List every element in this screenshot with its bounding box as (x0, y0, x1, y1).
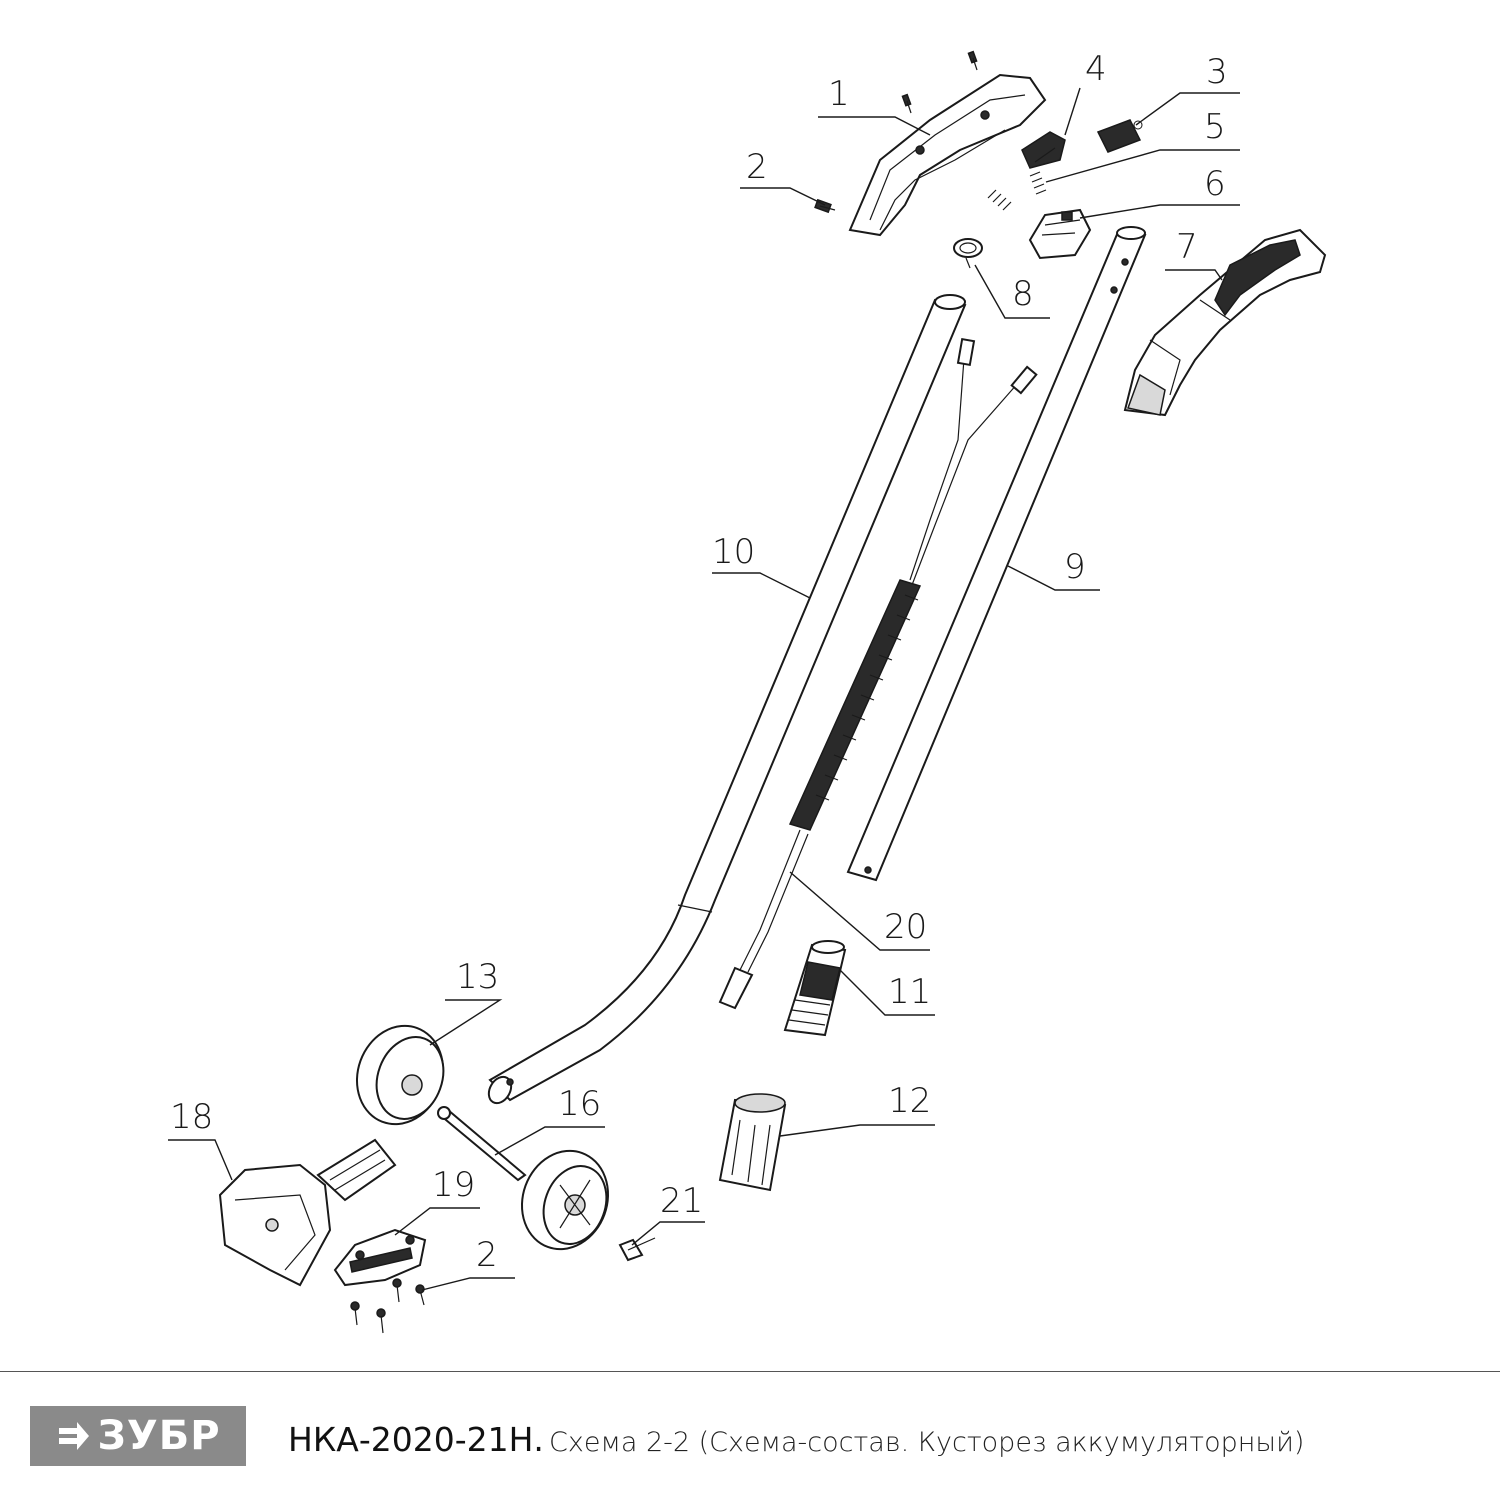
screws-bottom (350, 1278, 425, 1334)
footer-divider (0, 1371, 1500, 1372)
diagram-description: Схема 2-2 (Схема-состав. Кусторез аккуму… (549, 1427, 1305, 1458)
part-6-switch-body (1028, 208, 1092, 260)
part-18-guard (218, 1138, 397, 1287)
callout-numbers: 1 2 3 4 5 6 7 8 9 10 11 12 13 16 18 19 2… (170, 49, 1228, 1275)
callout-3: 3 (1206, 52, 1228, 92)
part-3-microswitch (1096, 119, 1143, 153)
callout-18: 18 (170, 1097, 213, 1137)
callout-5: 5 (1204, 107, 1226, 147)
spring-small (987, 189, 1012, 211)
part-20-wire-harness (718, 337, 1038, 1010)
callout-2-top: 2 (746, 147, 768, 187)
callout-11: 11 (888, 972, 931, 1012)
callout-6: 6 (1204, 164, 1226, 204)
screw-top-1 (967, 50, 978, 71)
callout-13: 13 (456, 957, 499, 997)
screw-top-2 (901, 93, 912, 114)
part-11-connector (783, 940, 847, 1037)
footer: ЗУБР НКА-2020-21Н. Схема 2-2 (Схема-сост… (0, 1372, 1500, 1500)
callout-10: 10 (712, 532, 755, 572)
part-8-clip (953, 238, 983, 269)
brand-logo: ЗУБР (30, 1406, 246, 1466)
callout-8: 8 (1012, 274, 1034, 314)
callout-2-bottom: 2 (476, 1235, 498, 1275)
callout-21: 21 (660, 1181, 703, 1221)
callout-12: 12 (888, 1081, 931, 1121)
leader-lines (168, 87, 1240, 1291)
part-4-trigger (1021, 131, 1066, 169)
callout-20: 20 (884, 907, 927, 947)
wheel-second (520, 1149, 610, 1251)
screw-part-2 (814, 198, 836, 214)
part-21-screw (618, 1237, 656, 1262)
brand-name: ЗУБР (97, 1413, 221, 1459)
part-16-axle (437, 1106, 527, 1182)
callout-1: 1 (828, 74, 850, 114)
callout-4: 4 (1085, 49, 1107, 89)
arrow-right-icon (59, 1422, 90, 1450)
part-7-handle-grip (1123, 228, 1327, 417)
diagram-title: НКА-2020-21Н. Схема 2-2 (Схема-состав. К… (288, 1420, 1304, 1459)
callout-9: 9 (1064, 547, 1086, 587)
part-10-curved-tube (487, 294, 967, 1105)
part-19-housing (333, 1228, 427, 1287)
part-5-spring (1029, 171, 1047, 195)
model-number: НКА-2020-21Н. (288, 1420, 544, 1459)
part-9-straight-tube (846, 226, 1147, 882)
part-1-handle-half (848, 73, 1047, 237)
callout-7: 7 (1176, 227, 1198, 267)
part-13-wheel (355, 1024, 445, 1126)
exploded-parts-diagram: 1 2 3 4 5 6 7 8 9 10 11 12 13 16 18 19 2… (168, 49, 1327, 1334)
part-12-cap (718, 1093, 787, 1192)
callout-16: 16 (558, 1084, 601, 1124)
callout-19: 19 (432, 1165, 475, 1205)
